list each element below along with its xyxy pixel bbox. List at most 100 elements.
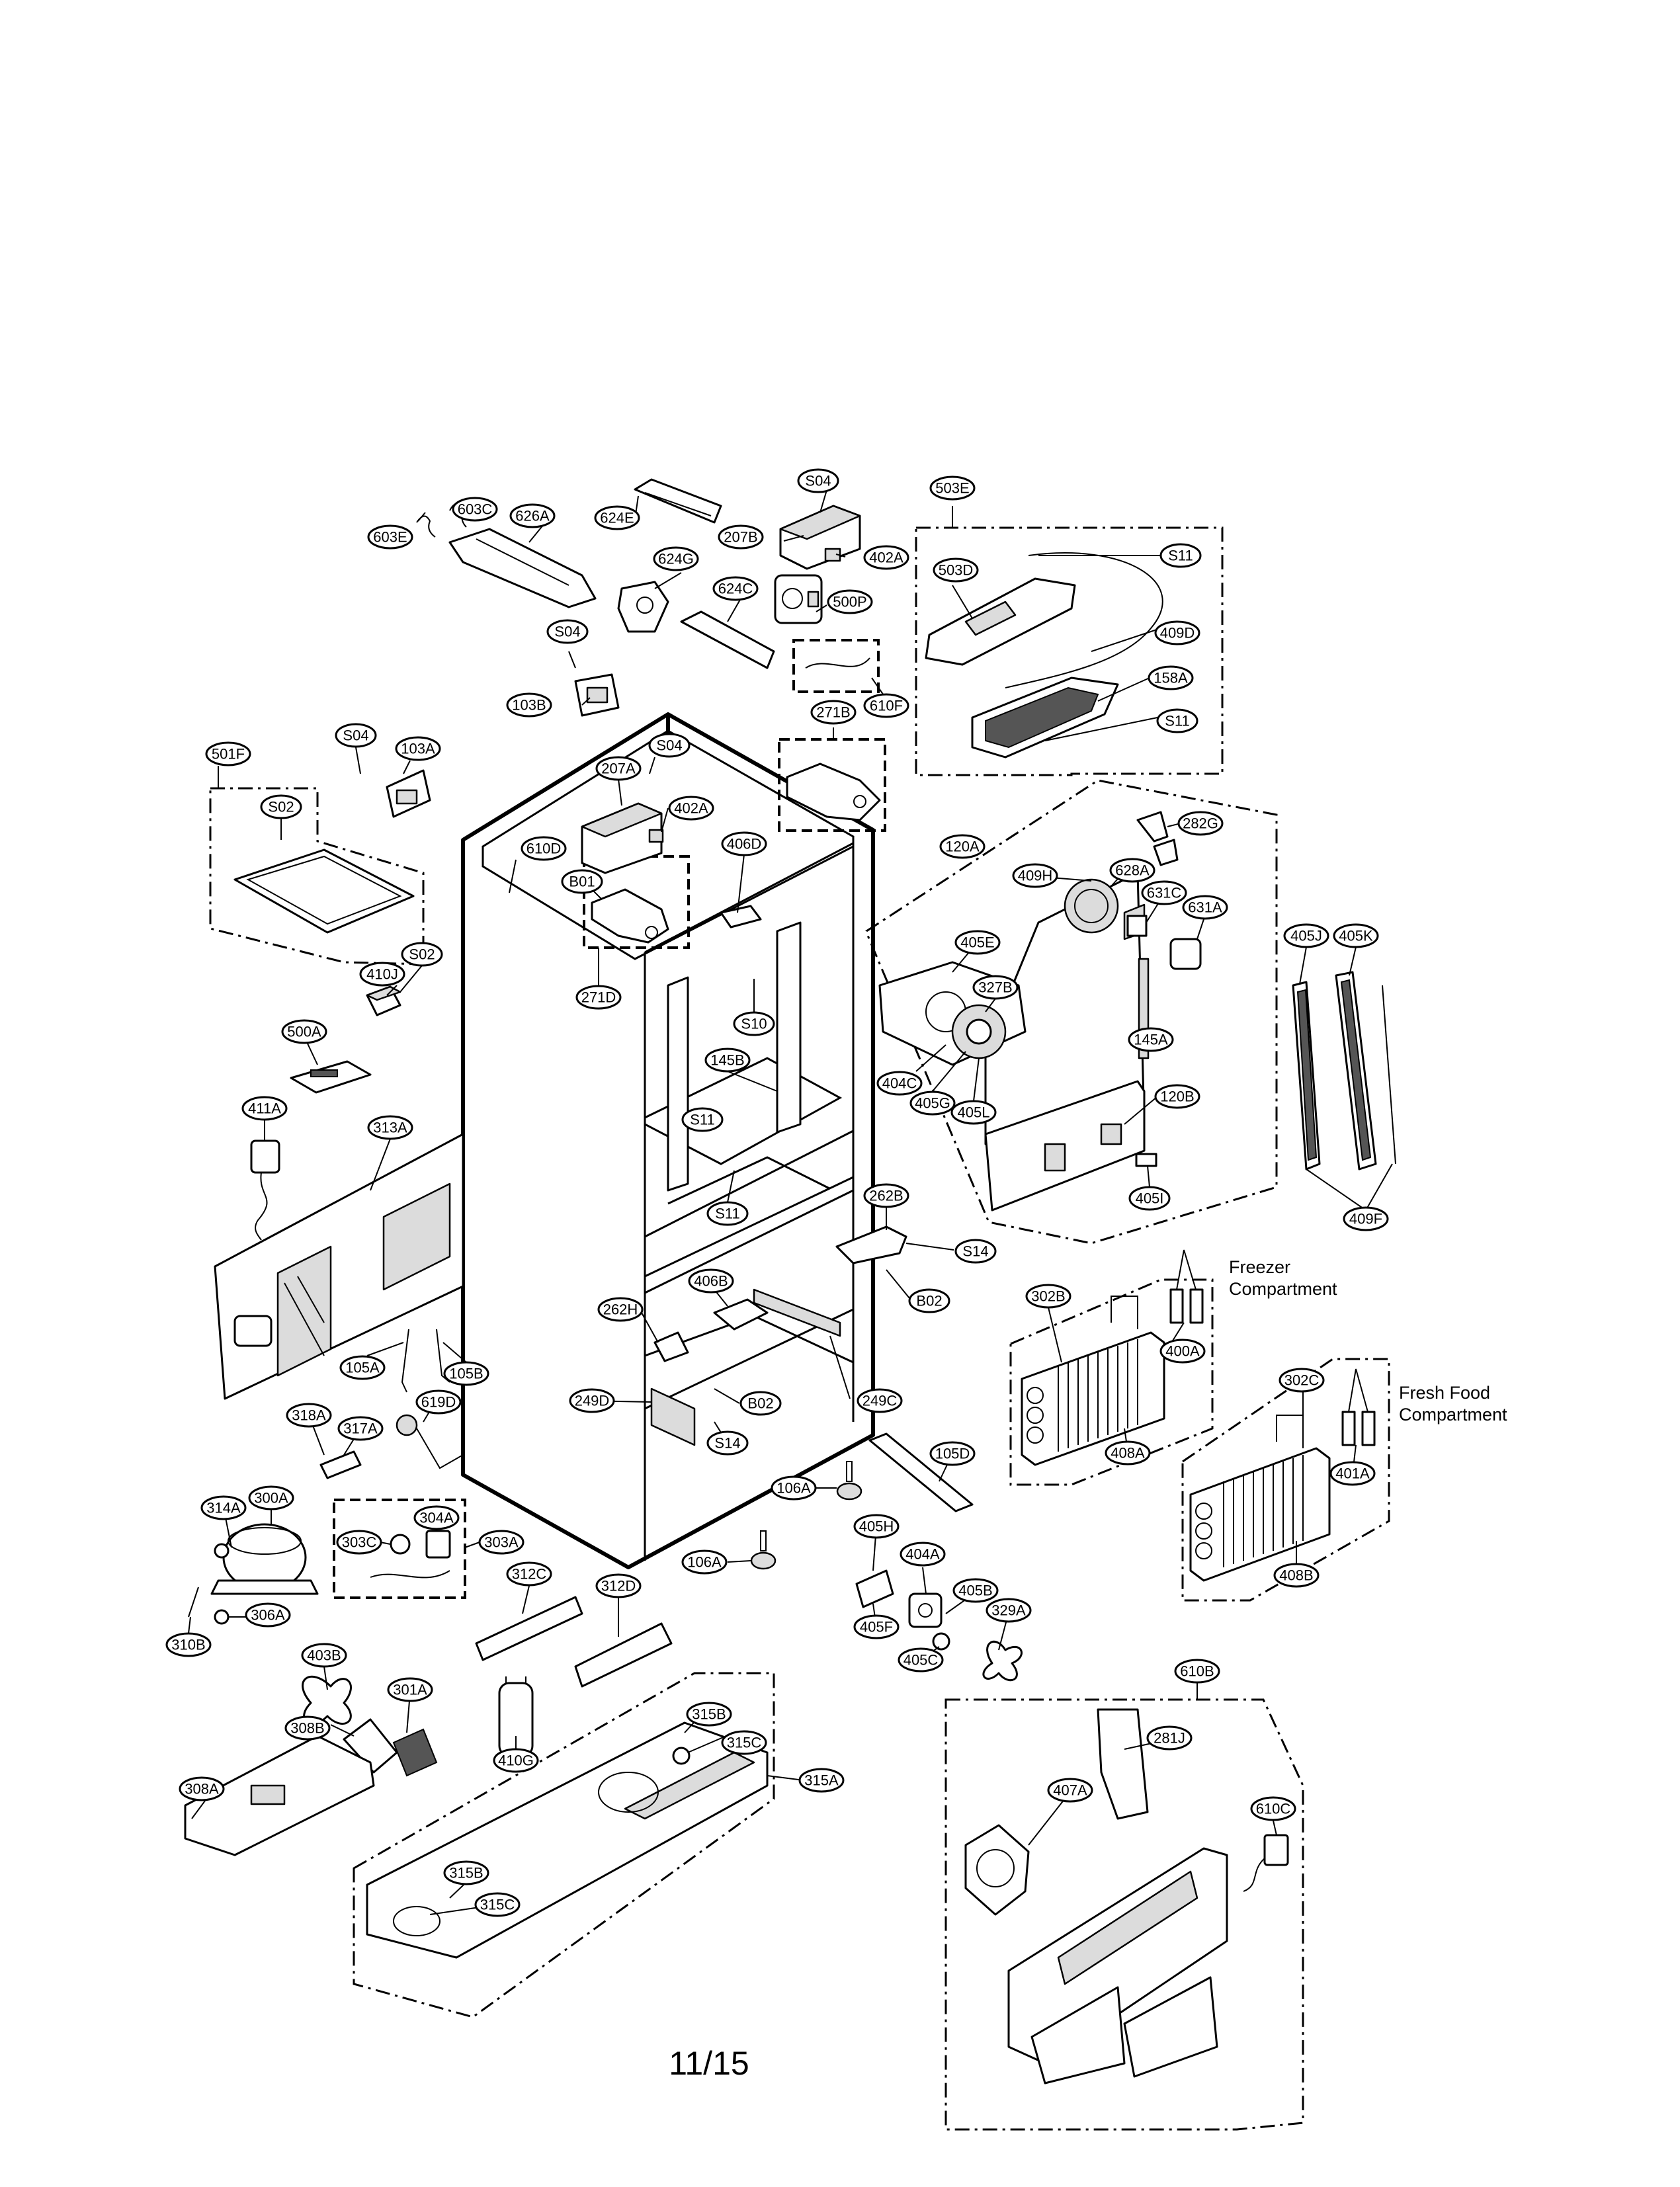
part-label-402a: 402A bbox=[863, 545, 909, 570]
part-label-158a: 158A bbox=[1148, 665, 1194, 690]
part-label-text: 315A bbox=[804, 1772, 839, 1789]
part-label-text: 302B bbox=[1031, 1288, 1065, 1305]
part-label-text: 631A bbox=[1188, 899, 1222, 916]
caption-freezer-line2: Compartment bbox=[1229, 1279, 1337, 1299]
part-label-603c: 603C bbox=[452, 497, 498, 522]
part-label-text: S02 bbox=[409, 946, 435, 963]
filter-410g bbox=[498, 1676, 534, 1757]
part-label-text: S11 bbox=[1165, 713, 1190, 729]
part-label-406d: 406D bbox=[721, 831, 767, 856]
part-label-text: S14 bbox=[962, 1243, 988, 1260]
part-label-281j: 281J bbox=[1146, 1725, 1193, 1751]
part-label-text: 302C bbox=[1284, 1372, 1320, 1389]
part-label-text: 407A bbox=[1053, 1782, 1087, 1799]
part-label-text: 610B bbox=[1180, 1663, 1214, 1680]
part-label-405l: 405L bbox=[950, 1100, 997, 1125]
part-label-text: 603C bbox=[458, 501, 493, 518]
part-label-text: 503E bbox=[935, 480, 969, 497]
part-label-text: B02 bbox=[916, 1293, 942, 1309]
part-label-text: 301A bbox=[393, 1682, 427, 1698]
part-label-405b: 405B bbox=[952, 1578, 999, 1603]
part-label-text: 610D bbox=[526, 841, 562, 857]
caption-freshfood-line1: Fresh Food bbox=[1399, 1383, 1490, 1403]
part-label-text: 120A bbox=[945, 839, 980, 855]
part-label-302b: 302B bbox=[1025, 1284, 1071, 1309]
housing-207a bbox=[581, 802, 663, 874]
part-label-text: 145A bbox=[1134, 1032, 1168, 1048]
part-label-262h: 262H bbox=[597, 1297, 644, 1322]
part-label-text: 329A bbox=[991, 1602, 1026, 1619]
damper-406b bbox=[713, 1298, 769, 1331]
part-label-405k: 405K bbox=[1333, 923, 1379, 948]
part-label-text: 405H bbox=[859, 1518, 894, 1535]
washer-405c bbox=[932, 1632, 950, 1651]
part-label-b02: B02 bbox=[908, 1288, 950, 1313]
part-label-text: 105B bbox=[449, 1366, 483, 1382]
part-label-624g: 624G bbox=[653, 546, 699, 571]
part-label-105b: 105B bbox=[443, 1361, 489, 1386]
group-boundary-120a bbox=[865, 779, 1278, 1245]
part-label-text: S04 bbox=[343, 727, 368, 744]
part-label-624c: 624C bbox=[712, 576, 759, 601]
part-label-text: 410G bbox=[498, 1753, 534, 1769]
part-label-text: 308B bbox=[290, 1720, 324, 1737]
part-label-610f: 610F bbox=[863, 693, 909, 718]
hinge-624g bbox=[617, 581, 669, 633]
part-label-312c: 312C bbox=[506, 1561, 552, 1587]
part-label-text: 409H bbox=[1018, 868, 1053, 884]
part-label-s11: S11 bbox=[1159, 543, 1202, 568]
part-label-text: 262B bbox=[869, 1188, 903, 1204]
part-label-405i: 405I bbox=[1128, 1186, 1171, 1211]
overload-304a bbox=[370, 1530, 451, 1579]
sensor-410j bbox=[366, 985, 401, 1016]
part-label-105d: 105D bbox=[929, 1441, 976, 1466]
hinge-262h bbox=[653, 1331, 689, 1362]
part-label-text: 262H bbox=[603, 1301, 638, 1318]
group-boundary-610f bbox=[792, 639, 880, 693]
fan-bracket-405h bbox=[855, 1569, 894, 1608]
part-label-405c: 405C bbox=[898, 1647, 944, 1672]
part-label-312d: 312D bbox=[595, 1573, 642, 1598]
compressor-300a bbox=[210, 1523, 319, 1595]
part-label-text: 310B bbox=[171, 1637, 205, 1653]
bracket-282g bbox=[1136, 811, 1169, 843]
part-label-503d: 503D bbox=[933, 557, 979, 583]
part-label-text: S11 bbox=[690, 1112, 715, 1128]
part-label-text: 306A bbox=[251, 1607, 285, 1624]
part-label-301a: 301A bbox=[387, 1677, 433, 1702]
part-label-text: 106A bbox=[687, 1554, 722, 1571]
fan-motor-404a bbox=[908, 1592, 943, 1628]
defrost-heater-400a bbox=[1169, 1249, 1204, 1324]
part-label-262b: 262B bbox=[863, 1183, 909, 1208]
part-label-text: 314A bbox=[206, 1500, 241, 1516]
part-label-text: 501F bbox=[212, 746, 245, 763]
part-label-text: 158A bbox=[1154, 670, 1188, 686]
part-label-text: S11 bbox=[1168, 548, 1193, 564]
part-label-404a: 404A bbox=[900, 1542, 946, 1567]
machine-compartment-308a bbox=[184, 1735, 375, 1856]
hinge-271b bbox=[786, 763, 881, 821]
water-valve-318a bbox=[319, 1414, 464, 1479]
part-label-s02: S02 bbox=[401, 942, 443, 967]
fan-assembly-407a bbox=[964, 1824, 1030, 1916]
bracket-103a bbox=[386, 769, 431, 818]
part-label-106a: 106A bbox=[771, 1475, 817, 1501]
part-label-text: 624C bbox=[718, 581, 753, 597]
part-label-text: 408B bbox=[1279, 1567, 1313, 1584]
part-label-404c: 404C bbox=[876, 1071, 923, 1096]
part-label-300a: 300A bbox=[248, 1485, 294, 1510]
part-label-501f: 501F bbox=[205, 741, 251, 766]
part-label-626a: 626A bbox=[509, 503, 556, 528]
part-label-text: 405F bbox=[860, 1619, 893, 1635]
part-label-631a: 631A bbox=[1182, 895, 1228, 920]
part-label-401a: 401A bbox=[1329, 1461, 1376, 1486]
lamp-filter-158a bbox=[971, 677, 1119, 759]
grommet-306a bbox=[214, 1609, 230, 1625]
part-label-text: 281J bbox=[1154, 1730, 1185, 1747]
part-label-text: 120B bbox=[1160, 1089, 1194, 1105]
part-label-text: 405C bbox=[903, 1652, 939, 1669]
part-label-s04: S04 bbox=[648, 733, 691, 758]
switch-500p bbox=[774, 574, 823, 624]
part-label-405g: 405G bbox=[909, 1091, 956, 1116]
